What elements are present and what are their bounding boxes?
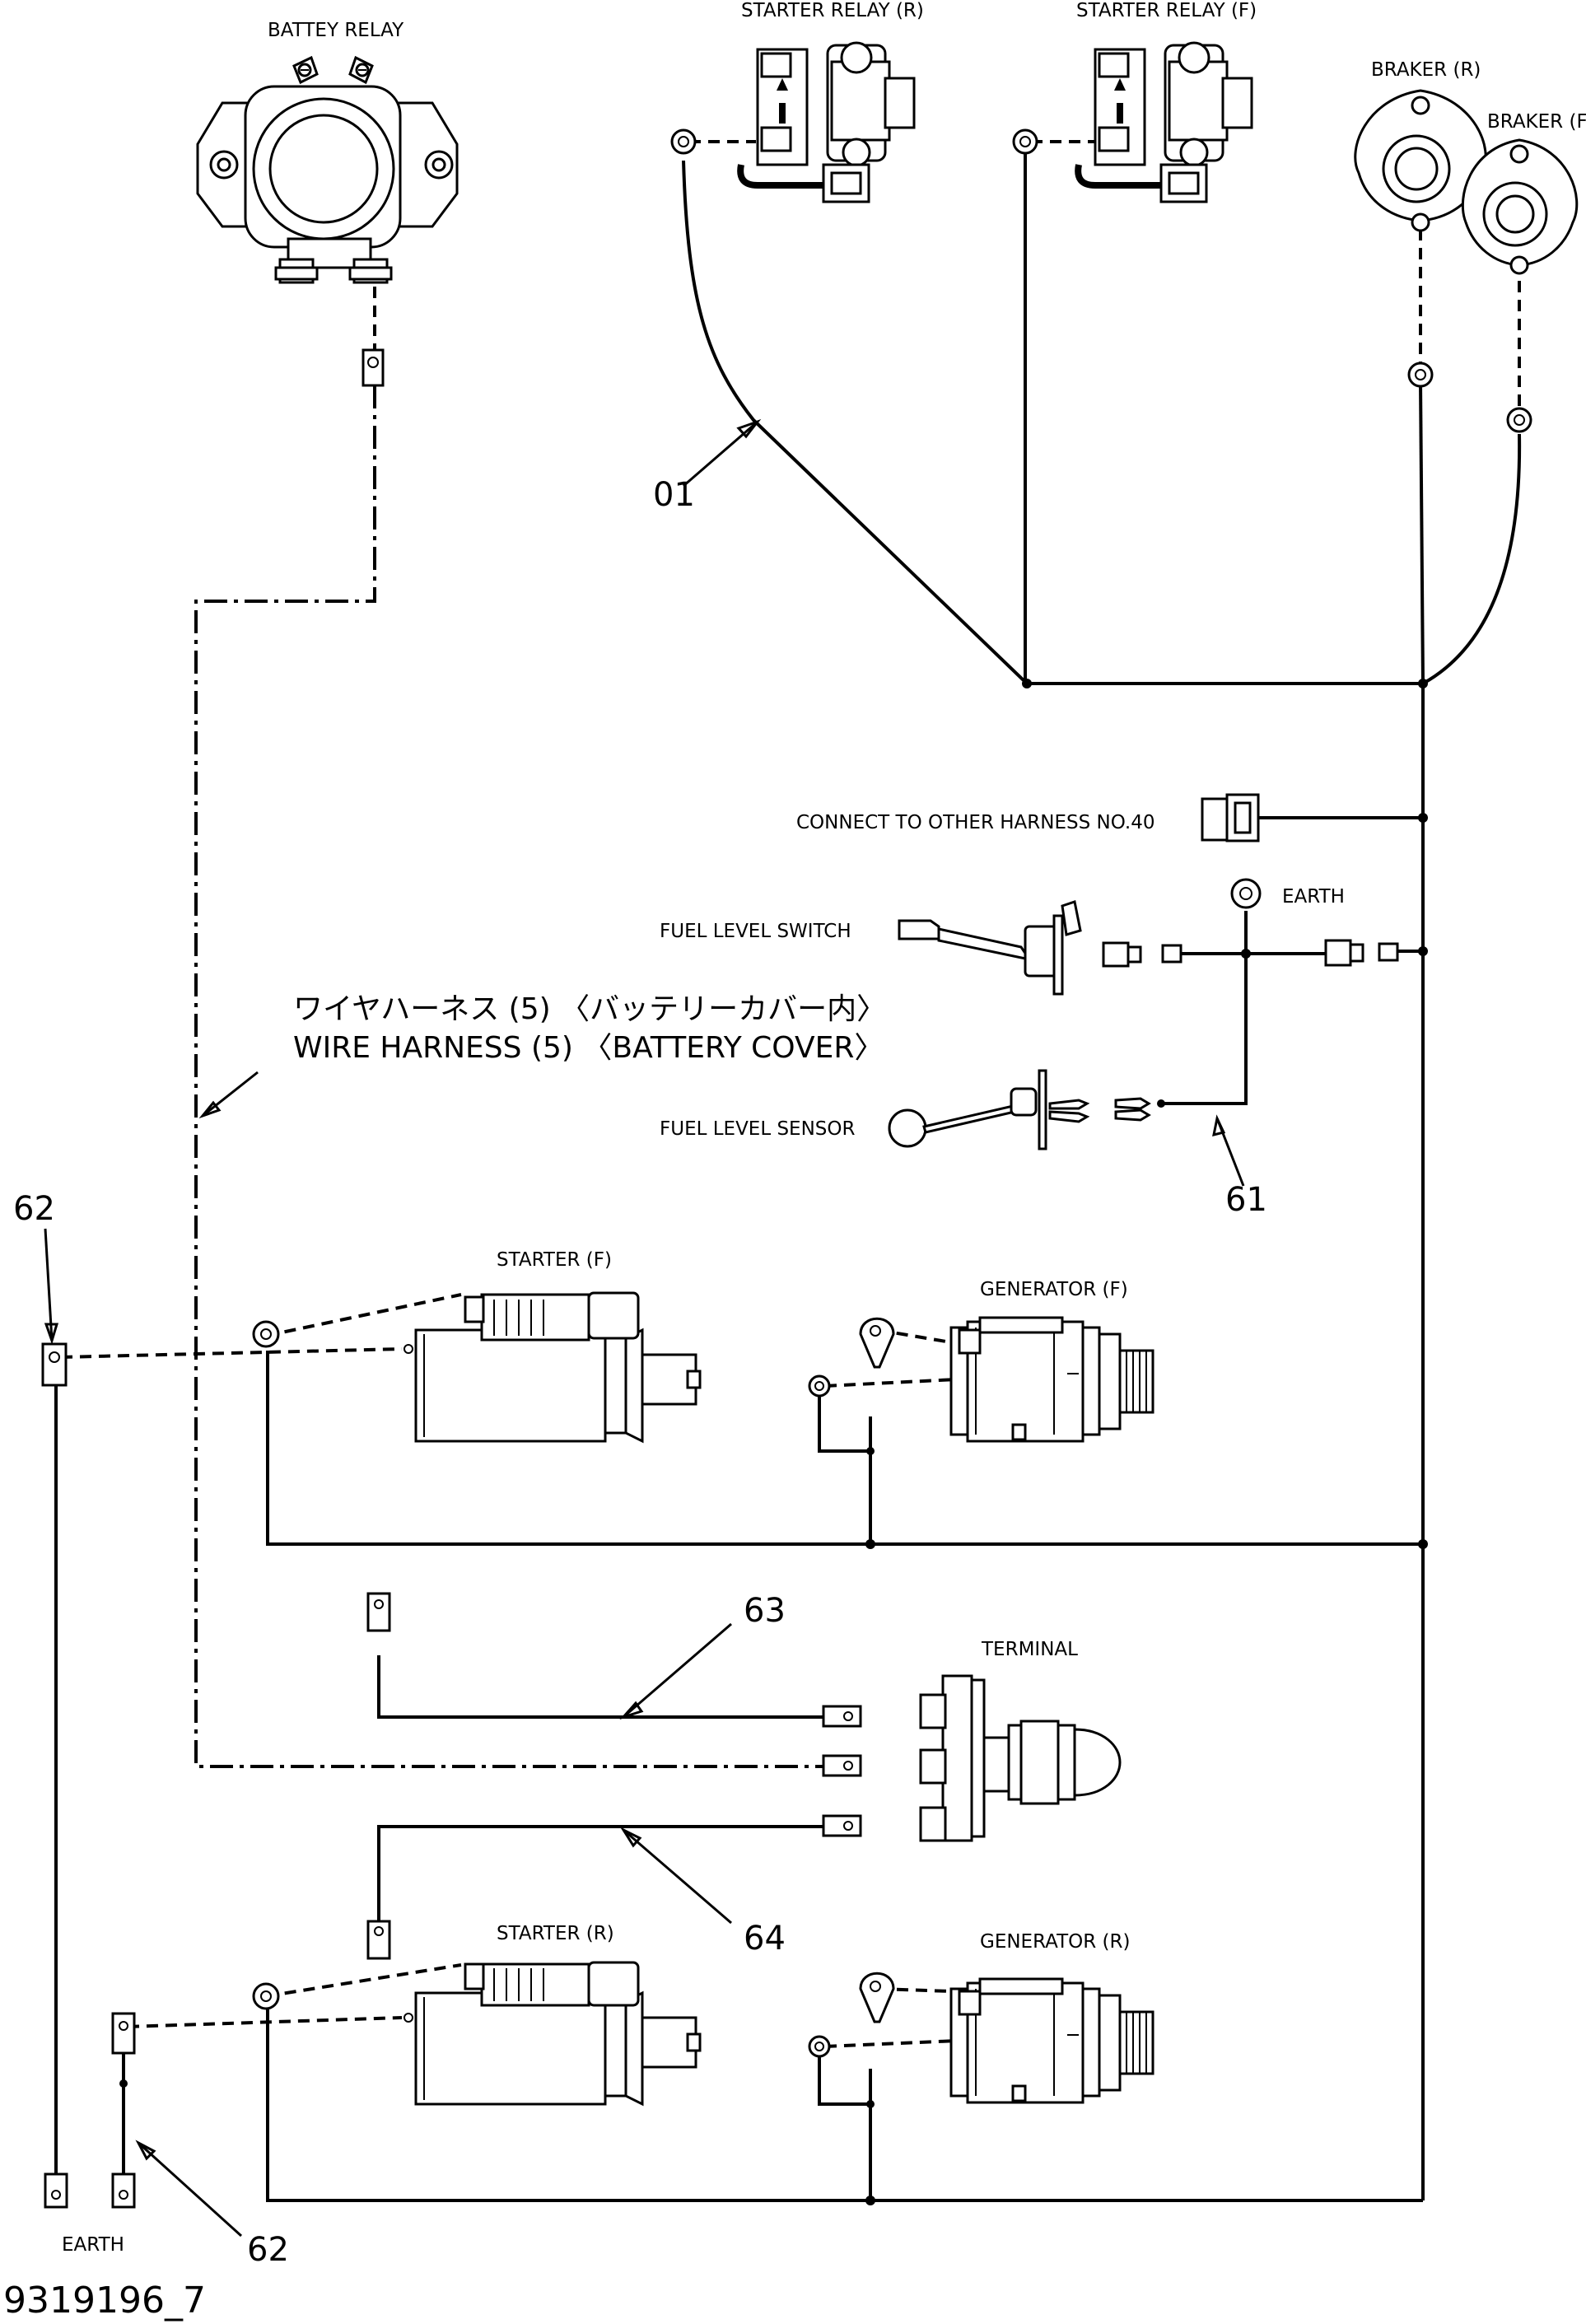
starter-f-label: STARTER (F) (497, 1249, 612, 1271)
generator-f-ring-terminal-icon (859, 1317, 895, 1369)
callout-leaders (44, 418, 1245, 2238)
generator-r-label: GENERATOR (R) (980, 1931, 1130, 1953)
starter-relay-r-label: STARTER RELAY (R) (741, 0, 924, 21)
generator-f-label: GENERATOR (F) (980, 1279, 1128, 1300)
braker-f-icon (1461, 138, 1579, 275)
terminal-label: TERMINAL (981, 1639, 1078, 1660)
callout-64: 64 (744, 1920, 786, 1958)
wire-64-terminal-icon (366, 1814, 862, 1960)
harness-jp-label: ワイヤハーネス (5) 〈バッテリーカバー内〉 (293, 992, 886, 1026)
callout-63: 63 (744, 1592, 786, 1630)
wire-63-terminal-icon (366, 1592, 862, 1728)
callout-62-top: 62 (13, 1190, 55, 1228)
generator-r-icon (949, 1977, 1155, 2104)
battery-relay-icon (196, 55, 459, 284)
harness-en-label: WIRE HARNESS (5) 〈BATTERY COVER〉 (293, 1031, 884, 1065)
terminal-block-icon (919, 1674, 1122, 1842)
earth-ring-terminal-icon (1230, 878, 1262, 909)
battery-relay-terminal-icon (362, 348, 385, 387)
starter-relay-f-icon (1075, 41, 1253, 203)
fuel-level-sensor-icon (888, 1069, 1151, 1150)
main-harness-wires (54, 148, 1522, 2202)
starter-relay-f-label: STARTER RELAY (F) (1076, 0, 1257, 21)
callout-62-bottom: 62 (247, 2231, 289, 2269)
fuel-level-sensor-label: FUEL LEVEL SENSOR (660, 1118, 855, 1140)
fuel-level-switch-icon (898, 900, 1399, 996)
callout-61: 61 (1225, 1181, 1267, 1219)
braker-r-icon (1354, 89, 1487, 232)
connect-other-harness-label: CONNECT TO OTHER HARNESS NO.40 (796, 812, 1155, 833)
battery-relay-label: BATTEY RELAY (268, 20, 404, 41)
braker-r-label: BRAKER (R) (1371, 59, 1481, 81)
starter-r-icon (403, 1961, 702, 2107)
generator-r-ring-terminal-icon (859, 1972, 895, 2023)
starter-f-icon (403, 1291, 702, 1444)
earth-terminal-bottom-icon (44, 2012, 136, 2209)
earth-terminal-top-icon (41, 1342, 68, 1387)
braker-f-label: BRAKER (F) (1487, 111, 1586, 133)
document-id: 9319196_7 (3, 2280, 206, 2322)
dashed-connections (60, 140, 1521, 2048)
battery-cover-terminal-icon (822, 1754, 862, 1777)
generator-f-icon (949, 1316, 1155, 1443)
connector-harness-40-icon (1201, 793, 1260, 842)
starter-r-label: STARTER (R) (497, 1923, 614, 1944)
earth-bottom-label: EARTH (62, 2234, 124, 2256)
fuel-level-switch-label: FUEL LEVEL SWITCH (660, 921, 851, 942)
junction-dots (119, 679, 1428, 2205)
battery-cover-harness (194, 385, 823, 1768)
starter-relay-r-icon (737, 41, 916, 203)
earth-top-label: EARTH (1282, 886, 1345, 908)
